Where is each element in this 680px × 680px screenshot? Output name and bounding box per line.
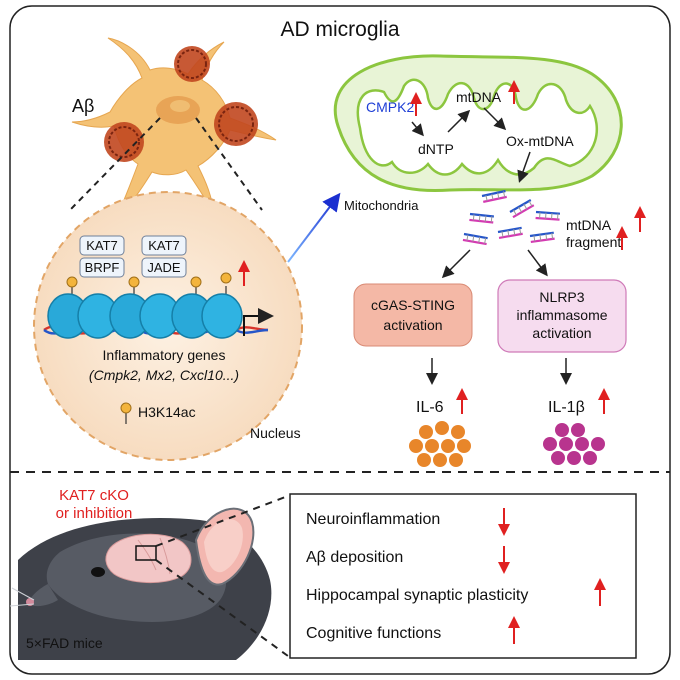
nlrp3-line1: NLRP3 xyxy=(539,289,584,305)
kat7-label: KAT7 xyxy=(86,238,118,253)
cmpk2-to-dntp-arrow xyxy=(411,121,424,137)
hippocampus-zoom-box xyxy=(135,545,157,561)
kat7-brpf-complex: KAT7 BRPF xyxy=(79,235,125,278)
ox-mtdna-label: Ox-mtDNA xyxy=(506,133,574,149)
nucleus-label: Nucleus xyxy=(250,425,301,441)
amyloid-plaque xyxy=(174,46,210,82)
fragment-label-line2: fragment xyxy=(566,234,621,250)
outcome-neuroinflammation: Neuroinflammation xyxy=(306,511,440,528)
legend-mark-icon xyxy=(120,402,132,414)
intervention-line2: or inhibition xyxy=(56,505,133,522)
zoom-line xyxy=(195,117,263,211)
outcomes-box xyxy=(289,493,637,659)
mouse-label: 5×FAD mice xyxy=(26,635,103,651)
genes-label: Inflammatory genes xyxy=(103,347,226,363)
legend-mark-label: H3K14ac xyxy=(138,404,196,420)
fragment-to-nlrp3-arrow xyxy=(527,249,548,277)
nlrp3-box xyxy=(497,279,627,353)
figure-title: AD microglia xyxy=(280,18,399,41)
il6-label: IL-6 xyxy=(416,399,444,416)
il1b-label: IL-1β xyxy=(548,399,585,416)
brpf-label: BRPF xyxy=(85,260,120,275)
abeta-label: Aβ xyxy=(72,96,94,116)
mtdna-label: mtDNA xyxy=(456,89,502,105)
oxmtdna-to-fragment-arrow xyxy=(517,151,531,183)
outcome-synaptic-plasticity: Hippocampal synaptic plasticity xyxy=(306,587,528,604)
cgas-sting-box xyxy=(353,283,473,347)
mtdna-to-oxmtdna-arrow xyxy=(483,107,507,131)
kat7-jade-complex: KAT7 JADE xyxy=(141,235,187,278)
il6-dots xyxy=(409,421,471,467)
amyloid-plaque xyxy=(214,102,258,146)
mitochondrion xyxy=(333,54,623,193)
outcome-abeta-deposition: Aβ deposition xyxy=(306,549,403,566)
mitochondria-label: Mitochondria xyxy=(344,198,419,213)
nlrp3-line2: inflammasome xyxy=(516,307,607,323)
jade-label: JADE xyxy=(147,260,181,275)
cmpk2-label: CMPK2 xyxy=(366,99,414,115)
transcription-start-arrow xyxy=(243,308,274,336)
zoom-line xyxy=(155,559,289,657)
figure-border xyxy=(9,5,671,675)
genes-list: (Cmpk2, Mx2, Cxcl10...) xyxy=(89,367,239,383)
intervention-line1: KAT7 cKO xyxy=(59,487,129,504)
nlrp3-line3: activation xyxy=(532,325,591,341)
nucleus-to-mito-arrow xyxy=(287,192,341,263)
nucleosomes xyxy=(47,293,243,339)
fragment-to-cgas-arrow xyxy=(441,249,471,279)
cgas-line1: cGAS-STING xyxy=(371,297,455,313)
outcome-cognitive-functions: Cognitive functions xyxy=(306,625,441,642)
il1b-dots xyxy=(543,423,605,465)
mtdna-fragments xyxy=(462,189,561,246)
dntp-label: dNTP xyxy=(418,141,454,157)
zoom-line xyxy=(155,495,289,547)
microglia-cell xyxy=(71,37,277,216)
kat7-label: KAT7 xyxy=(148,238,180,253)
mouse-illustration xyxy=(9,507,272,660)
fragment-label-line1: mtDNA xyxy=(566,217,612,233)
dntp-to-mtdna-arrow xyxy=(447,109,471,133)
cgas-line2: activation xyxy=(383,317,442,333)
